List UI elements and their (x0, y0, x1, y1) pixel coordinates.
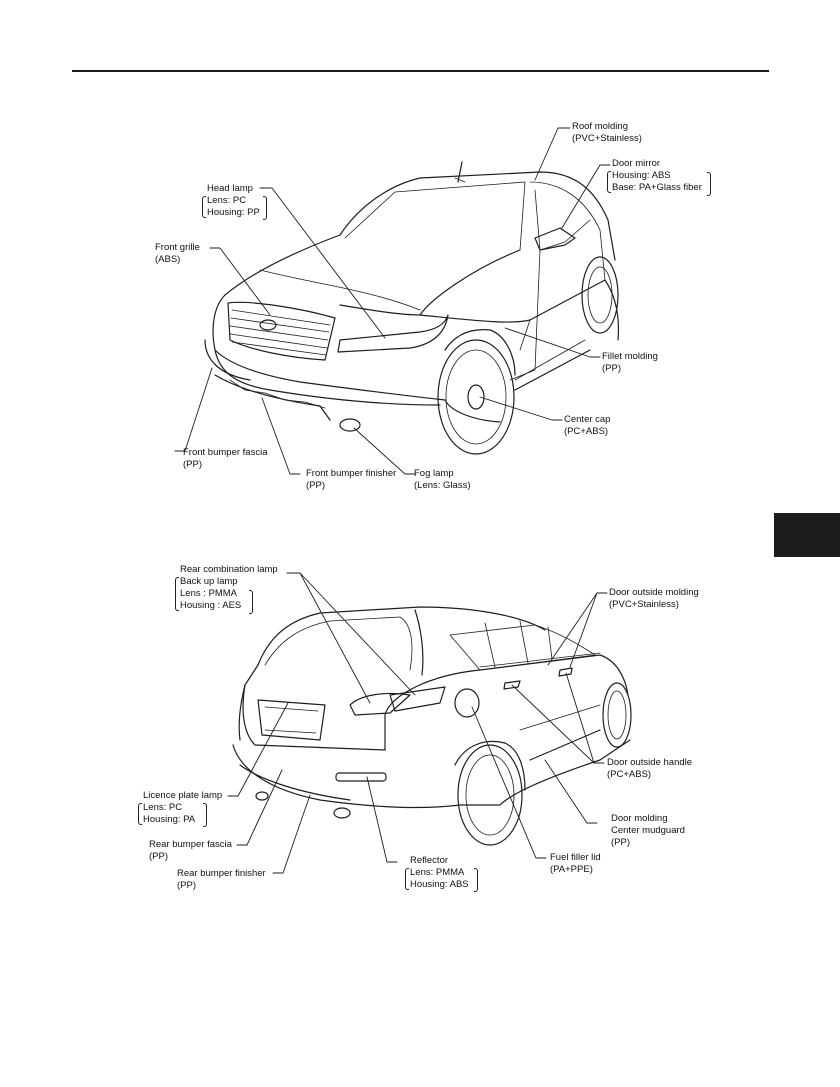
rear-combination-lamp-lens: Lens : PMMA (180, 588, 238, 599)
fog-lamp-material: (Lens: Glass) (414, 480, 471, 491)
front-view-diagram: Roof molding (PVC+Stainless) Door mirror… (0, 110, 840, 505)
front-bumper-finisher-material: (PP) (306, 480, 325, 491)
fog-lamp-name: Fog lamp (414, 468, 454, 479)
label-licence-plate-lamp: Licence plate lamp Lens: PC Housing: PA (137, 790, 223, 826)
label-reflector: Reflector Lens: PMMA Housing: ABS (405, 855, 469, 891)
head-lamp-name: Head lamp (207, 183, 253, 194)
center-mudguard-name: Center mudguard (611, 825, 685, 836)
label-fuel-filler-lid: Fuel filler lid (PA+PPE) (550, 852, 601, 876)
door-mirror-housing: Housing: ABS (612, 170, 671, 181)
back-up-lamp-name: Back up lamp (180, 576, 238, 587)
rear-car-illustration (227, 572, 632, 874)
rear-combination-lamp-bracket (249, 590, 253, 614)
fillet-molding-name: Fillet molding (602, 351, 658, 362)
licence-plate-lamp-housing: Housing: PA (143, 814, 196, 825)
fillet-molding-material: (PP) (602, 363, 621, 374)
reflector-housing: Housing: ABS (410, 879, 469, 890)
roof-molding-material: (PVC+Stainless) (572, 133, 642, 144)
label-roof-molding: Roof molding (PVC+Stainless) (572, 121, 642, 145)
front-grille-material: (ABS) (155, 254, 181, 265)
label-door-outside-handle: Door outside handle (PC+ABS) (607, 757, 692, 781)
rear-bumper-fascia-name: Rear bumper fascia (149, 839, 232, 850)
door-outside-handle-name: Door outside handle (607, 757, 693, 768)
door-outside-handle-material: (PC+ABS) (607, 769, 652, 780)
front-car-illustration (174, 127, 620, 475)
label-front-bumper-finisher: Front bumper finisher (PP) (306, 468, 396, 492)
head-lamp-bracket (263, 196, 267, 220)
center-cap-material: (PC+ABS) (564, 426, 609, 437)
front-bumper-fascia-material: (PP) (183, 459, 202, 470)
head-lamp-housing: Housing: PP (207, 207, 260, 218)
center-cap-name: Center cap (564, 414, 611, 425)
label-front-bumper-fascia: Front bumper fascia (PP) (183, 447, 267, 471)
label-door-molding: Door molding Center mudguard (PP) (611, 813, 685, 849)
rear-bumper-finisher-material: (PP) (177, 880, 196, 891)
label-center-cap: Center cap (PC+ABS) (564, 414, 610, 438)
front-bumper-fascia-name: Front bumper fascia (183, 447, 268, 458)
front-grille-name: Front grille (155, 242, 200, 253)
rear-combination-lamp-name: Rear combination lamp (180, 564, 278, 575)
rear-bumper-fascia-material: (PP) (149, 851, 168, 862)
front-bumper-finisher-name: Front bumper finisher (306, 468, 397, 479)
licence-plate-lamp-lens: Lens: PC (143, 802, 183, 813)
head-lamp-lens: Lens: PC (207, 195, 247, 206)
reflector-name: Reflector (410, 855, 449, 866)
label-rear-bumper-fascia: Rear bumper fascia (PP) (149, 839, 232, 863)
label-head-lamp: Head lamp Lens: PC Housing: PP (202, 183, 260, 219)
reflector-lens: Lens: PMMA (410, 867, 465, 878)
rear-combination-lamp-housing: Housing : AES (180, 600, 242, 611)
door-outside-molding-name: Door outside molding (609, 587, 699, 598)
section-tab-marker (774, 513, 840, 557)
label-fillet-molding: Fillet molding (PP) (602, 351, 658, 375)
roof-molding-name: Roof molding (572, 121, 628, 132)
header-rule (72, 70, 769, 72)
reflector-bracket (474, 868, 478, 892)
rear-view-diagram: Rear combination lamp Back up lamp Lens … (0, 555, 840, 900)
label-fog-lamp: Fog lamp (Lens: Glass) (414, 468, 471, 492)
door-molding-name: Door molding (611, 813, 668, 824)
label-front-grille: Front grille (ABS) (155, 242, 200, 266)
licence-plate-lamp-bracket (203, 803, 207, 827)
label-door-mirror: Door mirror Housing: ABS Base: PA+Glass … (607, 158, 702, 194)
door-mirror-name: Door mirror (612, 158, 661, 169)
rear-bumper-finisher-name: Rear bumper finisher (177, 868, 266, 879)
label-rear-bumper-finisher: Rear bumper finisher (PP) (177, 868, 266, 892)
label-rear-combination-lamp: Rear combination lamp Back up lamp Lens … (175, 564, 278, 612)
door-mirror-bracket (707, 172, 711, 196)
door-molding-material: (PP) (611, 837, 630, 848)
licence-plate-lamp-name: Licence plate lamp (143, 790, 223, 801)
fuel-filler-lid-material: (PA+PPE) (550, 864, 593, 875)
door-outside-molding-material: (PVC+Stainless) (609, 599, 679, 610)
label-door-outside-molding: Door outside molding (PVC+Stainless) (609, 587, 699, 611)
door-mirror-base: Base: PA+Glass fiber (612, 182, 702, 193)
fuel-filler-lid-name: Fuel filler lid (550, 852, 601, 863)
